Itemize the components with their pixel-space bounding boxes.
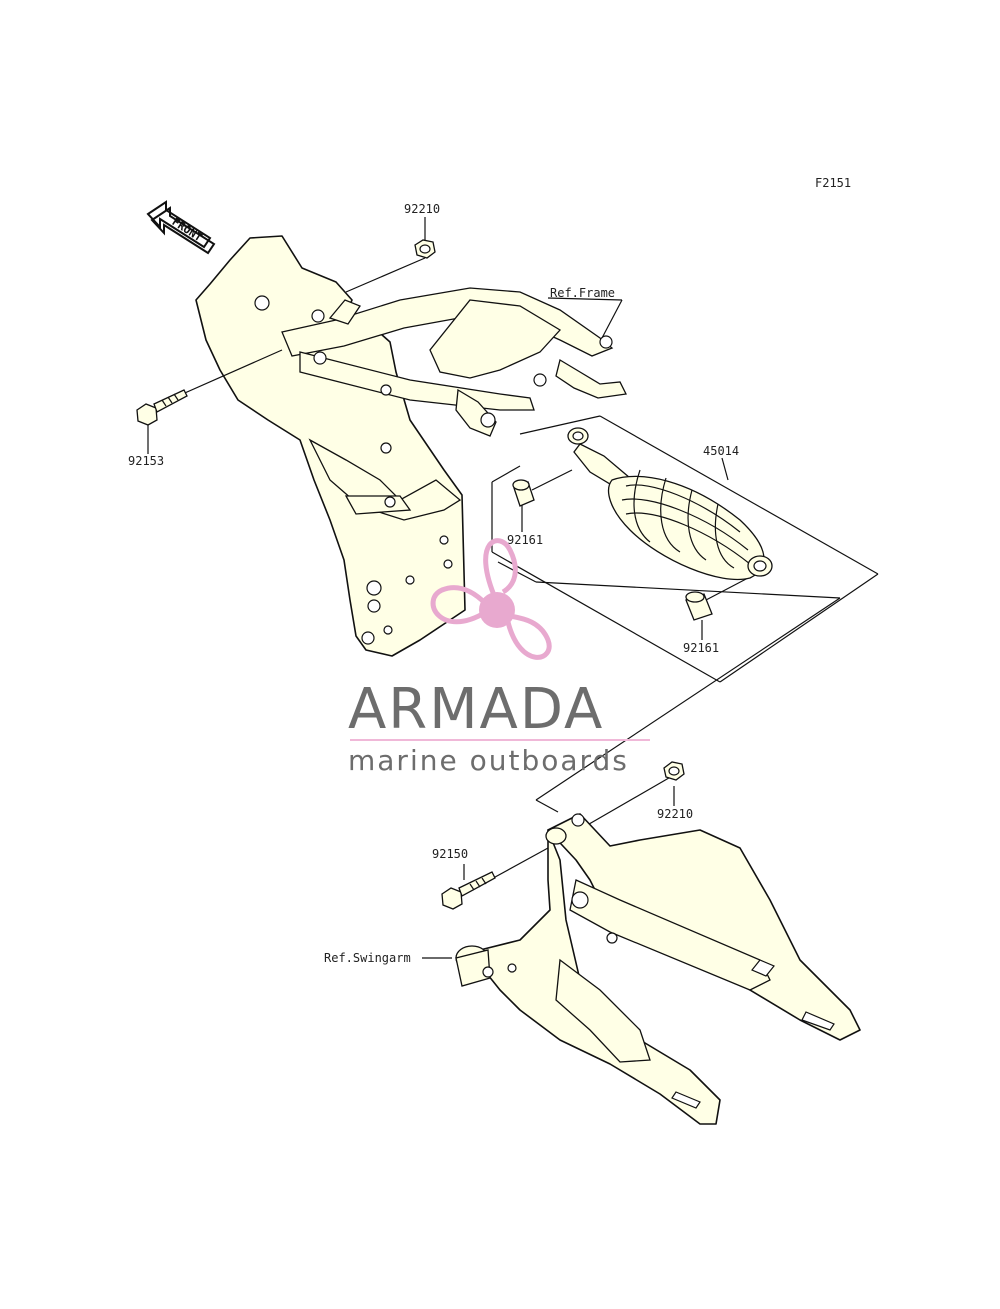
label-shock-45014: 45014 xyxy=(703,444,739,458)
label-swingarm-ref: Ref.Swingarm xyxy=(324,951,411,965)
label-nut-92210-top: 92210 xyxy=(404,202,440,216)
bolt-92150 xyxy=(441,871,496,910)
nut-92210-bottom xyxy=(663,761,685,781)
label-bushing-92161-upper: 92161 xyxy=(507,533,543,547)
nut-92210-top xyxy=(414,239,436,259)
watermark-tagline: marine outboards xyxy=(348,744,629,777)
label-nut-92210-bottom: 92210 xyxy=(657,807,693,821)
shock-absorber-45014 xyxy=(567,427,773,580)
label-frame-ref: Ref.Frame xyxy=(550,286,615,300)
label-bolt-92153: 92153 xyxy=(128,454,164,468)
bushing-92161-upper xyxy=(512,479,535,507)
watermark-brand: ARMADA xyxy=(348,677,604,742)
frame-drawing xyxy=(195,235,627,657)
swingarm-drawing xyxy=(455,813,861,1125)
propeller-logo-icon xyxy=(430,538,552,660)
front-arrow-icon: FRONT xyxy=(146,200,216,255)
bolt-92153 xyxy=(136,389,188,426)
leader-lines xyxy=(147,217,879,959)
diagram-code: F2151 xyxy=(815,176,851,190)
label-bolt-92150: 92150 xyxy=(432,847,468,861)
label-bushing-92161-lower: 92161 xyxy=(683,641,719,655)
armada-watermark: ARMADA marine outboards xyxy=(348,538,650,777)
bushing-92161-lower xyxy=(685,591,713,621)
